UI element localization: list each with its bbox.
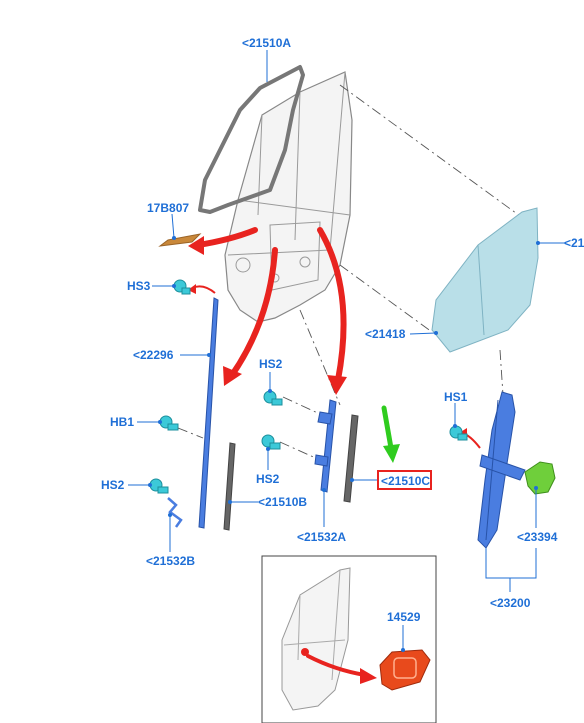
- leader-dot: [534, 486, 538, 490]
- highlight-box: [377, 470, 432, 490]
- leader-dot: [266, 447, 270, 451]
- label-channel-a: <21532A: [297, 530, 346, 544]
- leader-dot: [148, 483, 152, 487]
- screw-hs2-mid: [261, 434, 281, 450]
- leader-insulator: [171, 213, 175, 239]
- leader-dot: [172, 284, 176, 288]
- leader-glass: [409, 332, 437, 335]
- label-regulator: <23200: [490, 596, 531, 610]
- screw-hs2-left: [149, 478, 169, 494]
- green-indicator-arrow: [381, 405, 400, 463]
- bracket-b: [167, 497, 183, 528]
- label-hs2-mid: HS2: [256, 472, 280, 486]
- leader-dot: [453, 424, 457, 428]
- leader-dot: [172, 236, 176, 240]
- window-regulator: [477, 391, 526, 549]
- label-hs3: HS3: [127, 279, 151, 293]
- label-window-seal: <21510A: [242, 36, 291, 50]
- leader-dot: [350, 478, 354, 482]
- leader-regulator-bracket: [485, 548, 537, 579]
- leader-dot: [168, 513, 172, 517]
- leader-dot: [322, 488, 326, 492]
- red-arrows: [188, 227, 481, 449]
- channel-a: [314, 399, 337, 493]
- screw-hs2-top: [263, 390, 283, 406]
- leader-dot: [536, 241, 540, 245]
- window-seal: [198, 65, 305, 214]
- label-bracket-b: <21532B: [146, 554, 195, 568]
- screw-hs1: [449, 425, 468, 441]
- label-rear-channel: <22296: [133, 348, 174, 362]
- label-hs1: HS1: [444, 390, 468, 404]
- label-hs2-left: HS2: [101, 478, 125, 492]
- label-hb1: HB1: [110, 415, 134, 429]
- door-glass: [431, 207, 539, 353]
- leader-dot: [228, 500, 232, 504]
- strip-c: [343, 414, 359, 503]
- leader-dot: [207, 353, 211, 357]
- label-glass: <21418: [365, 327, 406, 341]
- construction-line: [177, 427, 204, 439]
- label-strip-c: <21510C: [381, 474, 430, 488]
- label-hs2-top: HS2: [259, 357, 283, 371]
- door-inner-panel: [224, 71, 353, 323]
- leader-dot: [434, 331, 438, 335]
- label-inset-part: 14529: [387, 610, 421, 624]
- construction-lines: [279, 84, 521, 461]
- label-strip-b: <21510B: [258, 495, 307, 509]
- screw-hs3: [173, 279, 191, 295]
- label-motor: <23394: [517, 530, 558, 544]
- label-glass-cut: <21: [564, 236, 584, 250]
- leader-dot: [268, 389, 272, 393]
- leader-dot: [401, 648, 405, 652]
- clip-hb1: [159, 415, 179, 431]
- leader-dot: [158, 420, 162, 424]
- insulator-pad: [158, 233, 202, 247]
- regulator-motor: [524, 461, 556, 495]
- inset-detail: [261, 555, 437, 723]
- strip-b: [223, 442, 236, 531]
- label-insulator: 17B807: [147, 201, 189, 215]
- rear-channel: [198, 297, 219, 529]
